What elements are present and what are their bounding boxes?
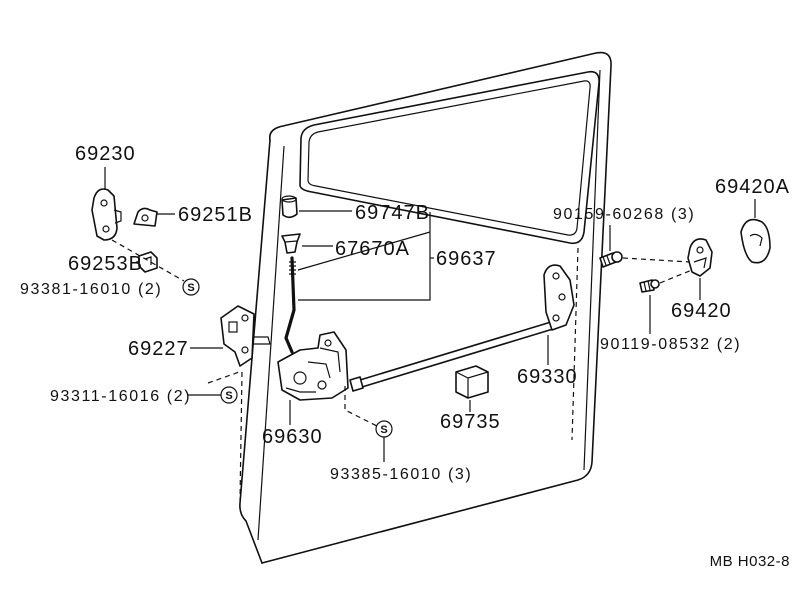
label-69630: 69630	[262, 426, 323, 448]
label-69251B: 69251B	[178, 204, 253, 226]
label-69735: 69735	[440, 411, 501, 433]
part-67670A-drawing	[281, 233, 301, 254]
part-69227-drawing	[220, 305, 271, 367]
label-69227: 69227	[128, 338, 189, 360]
part-69330-bracket-drawing	[543, 264, 575, 331]
door-panel-outline	[239, 51, 612, 564]
label-69420: 69420	[671, 300, 732, 322]
label-90159: 90159-60268 (3)	[553, 206, 695, 223]
door-hidden-edges	[239, 247, 579, 501]
part-69637-drawing	[284, 256, 296, 354]
part-69630-drawing	[277, 331, 349, 401]
label-93381: 93381-16010 (2)	[20, 281, 162, 298]
part-69735-drawing	[455, 365, 489, 399]
part-69330-rod-drawing	[349, 321, 554, 392]
label-90119: 90119-08532 (2)	[600, 336, 741, 353]
leader-90159-dashed	[622, 257, 691, 263]
symbol-s-93385: S	[380, 424, 387, 436]
leader-93385-dashed	[344, 386, 378, 427]
leader-90119-dashed	[659, 269, 693, 284]
part-90159-screw-drawing	[599, 251, 623, 268]
part-69230-drawing	[91, 188, 122, 241]
label-93311: 93311-16016 (2)	[50, 388, 191, 405]
label-69253B: 69253B	[68, 253, 143, 275]
fastener-symbol-93381: S	[182, 278, 200, 296]
fastener-symbol-93311: S	[220, 386, 238, 404]
part-90119-screw-drawing	[639, 279, 660, 293]
label-69230: 69230	[75, 143, 136, 165]
label-69330: 69330	[517, 366, 578, 388]
part-69420A-drawing	[740, 218, 771, 264]
leader-69637-bracket	[297, 212, 434, 301]
part-69251B-drawing	[133, 207, 158, 227]
part-69253B-drawing	[138, 251, 158, 273]
part-69420-drawing	[687, 238, 713, 277]
leader-93381-dashed	[111, 239, 185, 282]
symbol-s-93311: S	[225, 390, 232, 402]
label-69747B: 69747B	[355, 202, 430, 224]
label-69637: 69637	[436, 248, 497, 270]
leader-93311-dashed	[207, 370, 243, 384]
part-69747B-drawing	[281, 195, 298, 219]
symbol-s-93381: S	[187, 282, 194, 294]
label-69420A: 69420A	[715, 176, 790, 198]
label-93385: 93385-16010 (3)	[330, 466, 472, 483]
fastener-symbol-93385: S	[375, 420, 393, 438]
door-window-opening	[299, 70, 600, 245]
diagram-reference-code: MB H032-8	[710, 553, 790, 570]
